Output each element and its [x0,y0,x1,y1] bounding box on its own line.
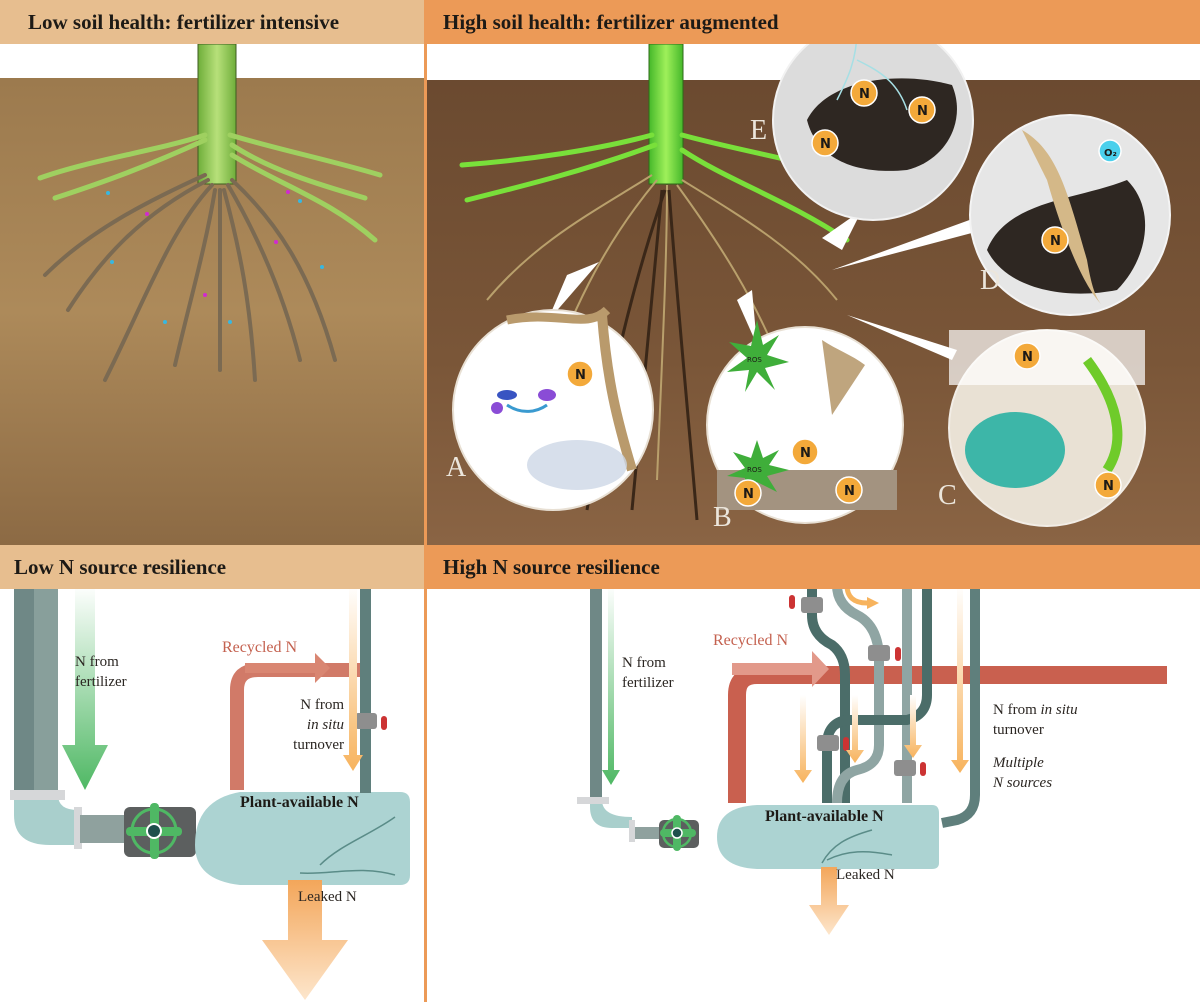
label-line: N sources [993,775,1053,791]
label-leaked-n: Leaked N [298,889,357,905]
insitu-pipe [360,585,371,793]
low-soil-illustration [0,43,424,545]
label-tank: Plant-available N [765,808,884,825]
n-badge-label: N [917,104,928,119]
leaked-arrow [809,867,849,935]
label-line: turnover [293,737,344,753]
low-resilience-pipes [10,585,410,1000]
panel-high-soil-health: N ROS ROS N N N N N [427,0,1200,545]
ros-star [727,320,789,392]
high-resilience-pipes [577,584,1167,935]
source-valve[interactable] [789,595,823,613]
label-line: N from [300,697,344,713]
source-valve[interactable] [868,645,901,661]
n-badge [791,438,819,466]
inset-letter-b: B [713,502,732,533]
recycled-arrow [732,651,829,687]
inset-c: N N [948,329,1146,527]
label-line: fertilizer [75,674,127,690]
n-badge-label: N [820,137,831,152]
recycled-pipe [728,666,1167,803]
stem [197,43,237,185]
inset-letter-c: C [938,480,957,511]
n-badge [566,360,594,388]
plant-available-tank [195,792,410,885]
fertilizer-arrow [602,585,620,785]
label-line: N from [993,702,1041,718]
n-badge [734,479,762,507]
main-valve[interactable] [659,815,699,851]
label-line: Multiple [993,755,1044,771]
label-tank: Plant-available N [240,794,359,811]
source-valve[interactable] [817,735,849,751]
n-badge-label: N [844,484,855,499]
inset-d: O₂ N [969,114,1171,316]
main-valve[interactable] [124,803,196,859]
panel-high-resilience: N from fertilizer Recycled N N from in s… [427,545,1200,1002]
label-line-italic: in situ [306,717,344,733]
brown-roots [43,173,337,382]
inset-letter-e: E [750,115,768,146]
n-badge-label: N [800,446,811,461]
panel-low-soil-health: Low soil health: fertilizer intensive [0,0,424,545]
n-badge [811,129,839,157]
label-line: fertilizer [622,675,674,691]
inset-e: N N N [772,19,974,221]
n-badge [835,476,863,504]
n-badge [1013,342,1041,370]
high-soil-illustration: N ROS ROS N N N N N [427,19,1200,545]
n-badge-label: N [859,87,870,102]
n-badge [1094,471,1122,499]
stem-high [648,43,684,185]
leaked-arrow [262,880,348,1000]
ros-star [727,440,789,495]
panel-title-high-resilience: High N source resilience [427,545,1200,589]
n-badge [908,96,936,124]
n-badge-label: N [575,368,586,383]
label-line: N from [622,655,666,671]
n-badge-label: N [1022,350,1033,365]
inset-a: N [452,306,654,511]
fertilizer-pipe [590,585,602,800]
brown-roots-high [486,174,838,481]
label-leaked-n: Leaked N [836,867,895,883]
inset-b: ROS ROS N N N [706,320,904,524]
n-badge-label: N [1050,234,1061,249]
label-multiple-sources: Multiple N sources [993,753,1052,793]
panel-low-resilience: N from fertilizer Recycled N N from in s… [0,545,424,1002]
n-badge-label: N [1103,479,1114,494]
n-badge [850,79,878,107]
label-recycled-n: Recycled N [222,639,298,656]
insitu-valve[interactable] [355,713,387,730]
green-roots [37,132,383,243]
fertilizer-arrow [62,585,108,790]
label-n-from-fertilizer: N from fertilizer [622,653,674,693]
n-badge-label: N [743,487,754,502]
label-line: turnover [993,722,1044,738]
callout-pointers [547,210,1002,360]
n-badge [1041,226,1069,254]
o2-badge [1098,139,1122,163]
ros-label: ROS [747,466,762,474]
o2-label: O₂ [1104,148,1117,159]
pipe-elbow [14,795,78,845]
panel-title-low-soil: Low soil health: fertilizer intensive [0,0,424,44]
label-line-italic: in situ [1040,702,1078,718]
panel-title-high-soil: High soil health: fertilizer augmented [427,0,1200,44]
nutrient-dots [106,190,324,324]
panel-title-low-resilience: Low N source resilience [0,545,424,589]
label-n-from-insitu: N from in situ turnover [284,695,344,755]
label-recycled-n: Recycled N [713,632,789,649]
label-line: N from [75,654,119,670]
insitu-arrow [343,585,363,771]
recycled-arrow [245,653,330,683]
ros-label: ROS [747,356,762,364]
vertical-divider [424,0,427,1002]
label-n-from-fertilizer: N from fertilizer [75,652,127,692]
inset-letter-a: A [446,452,467,483]
label-n-from-insitu: N from in situ turnover [993,700,1078,740]
source-pipes [807,584,980,828]
inset-letter-d: D [980,265,1001,296]
source-valve[interactable] [894,760,926,776]
